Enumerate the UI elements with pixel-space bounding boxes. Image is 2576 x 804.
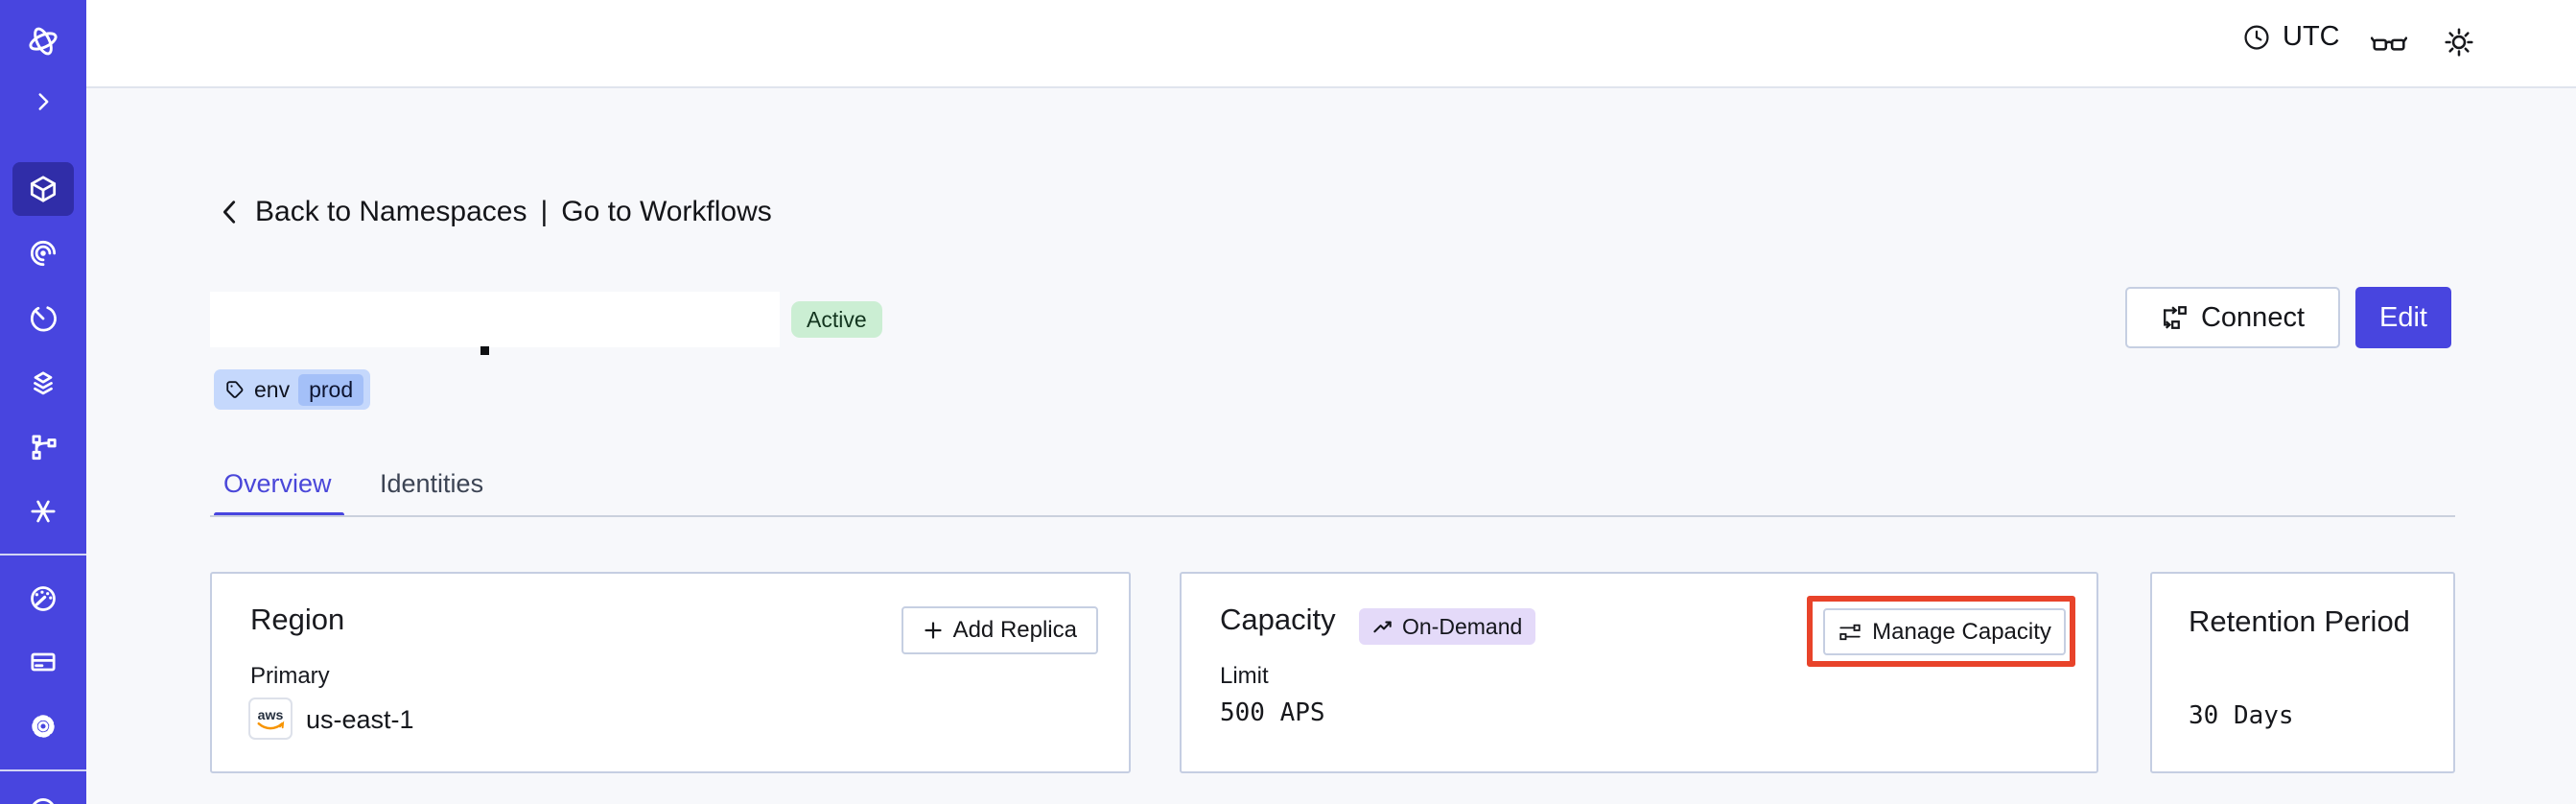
- edit-button[interactable]: Edit: [2355, 287, 2451, 348]
- chevron-right-icon[interactable]: [12, 75, 74, 129]
- connect-label: Connect: [2200, 301, 2305, 333]
- sun-icon[interactable]: [2443, 26, 2475, 63]
- active-tab-underline: [214, 512, 344, 517]
- timezone-label: UTC: [2283, 21, 2340, 52]
- primary-label: Primary: [250, 663, 330, 689]
- tab-identities[interactable]: Identities: [380, 469, 484, 498]
- trending-up-icon: [1373, 620, 1392, 632]
- breadcrumb: Back to Namespaces | Go to Workflows: [217, 196, 772, 228]
- breadcrumb-separator: |: [540, 196, 549, 227]
- retention-value: 30 Days: [2189, 701, 2294, 730]
- chevron-left-icon: [222, 201, 236, 224]
- tabs-divider: [210, 515, 2455, 517]
- timezone-selector[interactable]: UTC: [2242, 21, 2340, 53]
- manage-capacity-button[interactable]: Manage Capacity: [1823, 608, 2066, 655]
- namespace-tag: env prod: [214, 369, 371, 410]
- tag-icon: [226, 381, 244, 398]
- region-card-title: Region: [250, 603, 345, 636]
- orbit-logo-icon[interactable]: [12, 14, 74, 68]
- status-label: Active: [807, 306, 867, 332]
- credit-card-icon[interactable]: [12, 635, 74, 689]
- sidebar-divider: [0, 769, 86, 771]
- redacted-namespace-title: [210, 292, 780, 347]
- sidebar-item-namespaces cube-icon[interactable]: [12, 162, 74, 216]
- aws-logo: aws: [248, 698, 293, 740]
- svg-text:aws: aws: [258, 708, 284, 723]
- manage-capacity-label: Manage Capacity: [1872, 618, 2051, 645]
- retention-card-title: Retention Period: [2189, 604, 2410, 638]
- redaction-text-remnant: [480, 346, 489, 355]
- clock-icon: [2244, 24, 2269, 50]
- glasses-icon[interactable]: [2370, 27, 2408, 64]
- capacity-card: Capacity On-Demand Limit 500 APS Manage …: [1180, 572, 2098, 773]
- connect-flow-icon: [2164, 306, 2187, 329]
- sidebar: [0, 0, 86, 804]
- region-card: Region Add Replica Primary aws us-east-1: [210, 572, 1131, 773]
- edit-label: Edit: [2379, 301, 2427, 333]
- layers-icon[interactable]: [12, 356, 74, 410]
- spiral-icon[interactable]: [12, 226, 74, 280]
- add-replica-button[interactable]: Add Replica: [901, 606, 1098, 654]
- retention-card: Retention Period 30 Days: [2150, 572, 2455, 773]
- sliders-icon: [1839, 624, 1861, 640]
- topbar: UTC: [86, 0, 2576, 88]
- capacity-card-title: Capacity: [1220, 603, 1336, 636]
- sidebar-divider: [0, 554, 86, 556]
- on-demand-label: On-Demand: [1402, 613, 1523, 639]
- limit-label: Limit: [1220, 663, 1269, 689]
- branch-icon[interactable]: [12, 420, 74, 474]
- plus-icon: [924, 622, 942, 639]
- go-to-workflows-link[interactable]: Go to Workflows: [561, 196, 772, 227]
- connect-button[interactable]: Connect: [2125, 287, 2340, 348]
- gauge-icon[interactable]: [12, 572, 74, 626]
- clock-retry-icon[interactable]: [12, 292, 74, 345]
- on-demand-badge: On-Demand: [1359, 608, 1536, 645]
- circle-partial-icon[interactable]: [12, 782, 74, 804]
- tag-key: env: [254, 376, 291, 402]
- back-to-namespaces-link[interactable]: Back to Namespaces: [255, 196, 527, 227]
- region-value: us-east-1: [306, 705, 414, 734]
- tag-value: prod: [298, 373, 364, 406]
- asterisk-icon[interactable]: [12, 485, 74, 538]
- status-badge: Active: [791, 301, 882, 338]
- capacity-value: 500 APS: [1220, 698, 1325, 727]
- gear-icon[interactable]: [12, 699, 74, 753]
- add-replica-label: Add Replica: [952, 617, 1077, 643]
- tab-overview[interactable]: Overview: [223, 469, 332, 498]
